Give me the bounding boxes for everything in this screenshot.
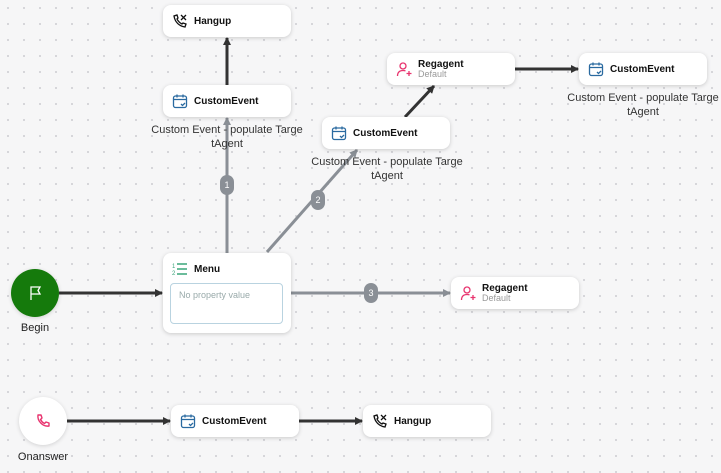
branch-badge-1[interactable]: 1: [220, 175, 234, 195]
user-add-icon: [460, 286, 476, 301]
custom-event-node[interactable]: CustomEvent: [322, 117, 450, 149]
onanswer-label: Onanswer: [17, 451, 69, 463]
flag-icon: [30, 286, 42, 300]
edge-customevent-regagent: [403, 84, 436, 119]
node-title: CustomEvent: [194, 95, 259, 107]
custom-event-node[interactable]: CustomEvent: [163, 85, 291, 117]
node-subtitle: Default: [482, 293, 511, 303]
custom-event-node[interactable]: CustomEvent: [171, 405, 299, 437]
onanswer-node[interactable]: [19, 397, 67, 445]
svg-text:2: 2: [172, 271, 176, 277]
node-title: CustomEvent: [610, 63, 675, 75]
hangup-icon: [373, 414, 387, 428]
phone-icon: [37, 414, 50, 427]
node-title: Hangup: [394, 415, 432, 427]
node-title: Regagent: [482, 283, 528, 294]
hangup-icon: [173, 14, 187, 28]
calendar-check-icon: [588, 62, 604, 77]
hangup-node[interactable]: Hangup: [363, 405, 491, 437]
node-title: Hangup: [194, 15, 232, 27]
node-title: Menu: [194, 263, 221, 275]
menu-property-field[interactable]: No property value: [170, 283, 283, 324]
begin-node[interactable]: [11, 269, 59, 317]
branch-badge-2[interactable]: 2: [311, 190, 325, 210]
calendar-check-icon: [331, 126, 347, 141]
calendar-check-icon: [172, 94, 188, 109]
node-title: CustomEvent: [353, 127, 418, 139]
begin-label: Begin: [20, 322, 50, 334]
calendar-check-icon: [180, 414, 196, 429]
svg-text:1: 1: [172, 264, 176, 270]
node-title: CustomEvent: [202, 415, 267, 427]
node-title: Regagent: [418, 59, 464, 70]
user-add-icon: [396, 62, 412, 77]
numbered-list-icon: 12: [172, 263, 187, 277]
custom-event-node[interactable]: CustomEvent: [579, 53, 707, 85]
branch-badge-3[interactable]: 3: [364, 283, 378, 303]
hangup-node[interactable]: Hangup: [163, 5, 291, 37]
node-subtitle: Default: [418, 69, 447, 79]
